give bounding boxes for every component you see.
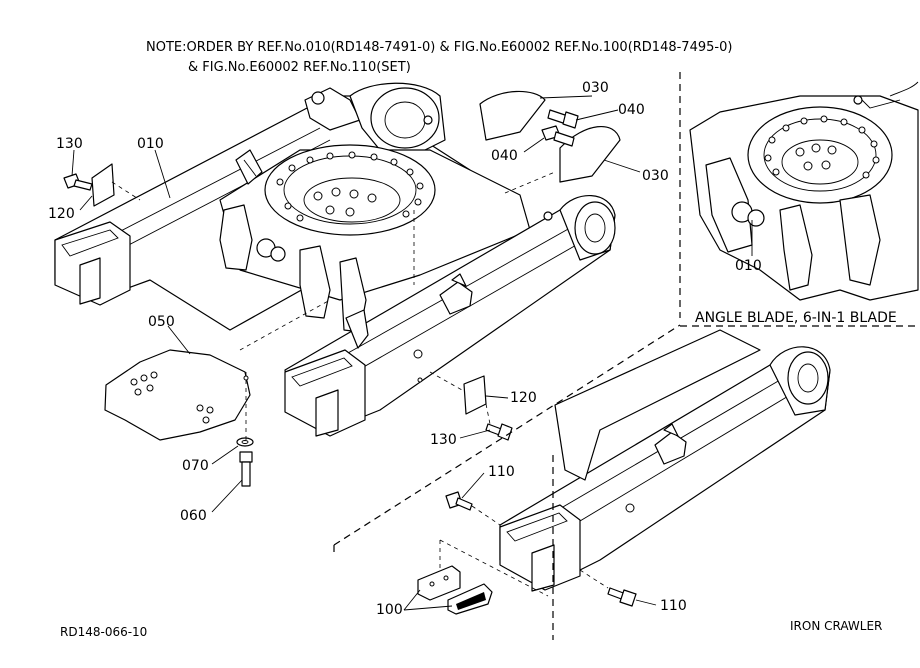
- drawing-title: IRON CRAWLER: [790, 619, 882, 633]
- track-frame-right-rail: [284, 195, 616, 437]
- cover-030-lower: [559, 126, 621, 183]
- inset-label-010: 010: [735, 258, 762, 274]
- track-frame-main: [54, 82, 531, 333]
- bracket-100-upper: [417, 565, 461, 601]
- label-060: 060: [180, 508, 207, 524]
- label-030-lower: 030: [642, 168, 669, 184]
- bolt-110-lower: [607, 587, 637, 607]
- label-070: 070: [182, 458, 209, 474]
- drawing-code: RD148-066-10: [60, 625, 147, 639]
- bolt-040-upper: [547, 109, 579, 129]
- label-130-upper: 130: [56, 136, 83, 152]
- track-frame-lower-rail: [499, 329, 831, 592]
- inset-caption: ANGLE BLADE, 6-IN-1 BLADE: [695, 310, 897, 326]
- label-040-upper: 040: [618, 102, 645, 118]
- label-110-upper: 110: [488, 464, 515, 480]
- bolt-110-upper: [445, 491, 473, 511]
- label-100: 100: [376, 602, 403, 618]
- inset-frame: [679, 72, 918, 327]
- plate-120-upper: [91, 163, 115, 207]
- washer-070: [236, 437, 254, 447]
- cover-030-upper: [479, 90, 546, 141]
- plate-050: [104, 349, 251, 441]
- lower-dashed-frame: [333, 324, 681, 640]
- label-050: 050: [148, 314, 175, 330]
- label-110-lower: 110: [660, 598, 687, 614]
- bolt-130-upper: [63, 173, 93, 191]
- bolt-040-lower: [541, 125, 575, 147]
- bolt-130-lower: [485, 423, 513, 441]
- label-030-upper: 030: [582, 80, 609, 96]
- plate-120-lower: [463, 375, 487, 415]
- order-note-line-2: & FIG.No.E60002 REF.No.110(SET): [188, 60, 411, 75]
- label-040-lower: 040: [491, 148, 518, 164]
- label-010: 010: [137, 136, 164, 152]
- label-120-upper: 120: [48, 206, 75, 222]
- order-note-line-1: NOTE:ORDER BY REF.No.010(RD148-7491-0) &…: [146, 40, 732, 55]
- label-120-lower: 120: [510, 390, 537, 406]
- bolt-060: [239, 451, 253, 487]
- label-130-lower: 130: [430, 432, 457, 448]
- bracket-100-lower: [447, 583, 493, 615]
- inset-frame-detail: [689, 81, 919, 301]
